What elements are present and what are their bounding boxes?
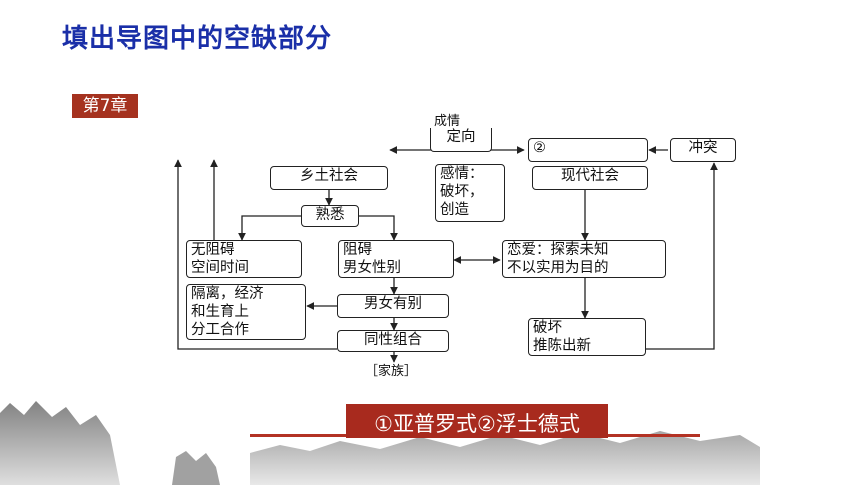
node-blank-2: ②: [528, 138, 648, 162]
node-destroy-renew: 破坏 推陈出新: [528, 318, 646, 356]
node-emotion: 感情： 破坏， 创造: [435, 164, 505, 222]
node-modern-society: 现代社会: [532, 166, 648, 190]
chapter-badge: 第7章: [72, 94, 138, 118]
mountain-left: [0, 401, 120, 485]
node-gender-distinction: 男女有别: [337, 294, 449, 318]
answer-banner: ①亚普罗式②浮士德式: [346, 404, 608, 438]
answer-text: ①亚普罗式②浮士德式: [374, 412, 580, 436]
label-family: ［家族］: [365, 364, 418, 379]
node-obstacle: 阻碍 男女性别: [338, 240, 454, 278]
node-isolation: 隔离，经济 和生育上 分工合作: [186, 284, 306, 340]
node-familiar: 熟悉: [301, 205, 359, 227]
node-conflict: 冲突: [670, 138, 736, 162]
node-love: 恋爱：探索未知 不以实用为目的: [502, 240, 666, 278]
emotion-line-2: 破坏，: [440, 184, 484, 200]
diagram-connectors: [174, 146, 718, 363]
page-title: 填出导图中的空缺部分: [62, 24, 333, 54]
connector-left-loop: [174, 159, 337, 350]
connector-familiar-noobstacle: [238, 215, 301, 241]
emotion-line-3: 创造: [440, 202, 469, 218]
node-same-sex-group: 同性组合: [337, 330, 449, 352]
mountain-range: [250, 431, 760, 485]
connector-destroy-conflict: [646, 162, 718, 350]
node-no-obstacle: 无阻碍 空间时间: [186, 240, 302, 278]
node-orientation: 定向: [430, 128, 492, 152]
mountain-small: [172, 451, 220, 485]
label-emotion-orient-small: 成情: [434, 114, 461, 129]
connector-familiar-obstacle: [358, 215, 398, 241]
node-rural-society: 乡土社会: [270, 166, 388, 190]
ink-landscape-decoration: [0, 401, 760, 485]
emotion-line-1: 感情：: [440, 166, 484, 182]
